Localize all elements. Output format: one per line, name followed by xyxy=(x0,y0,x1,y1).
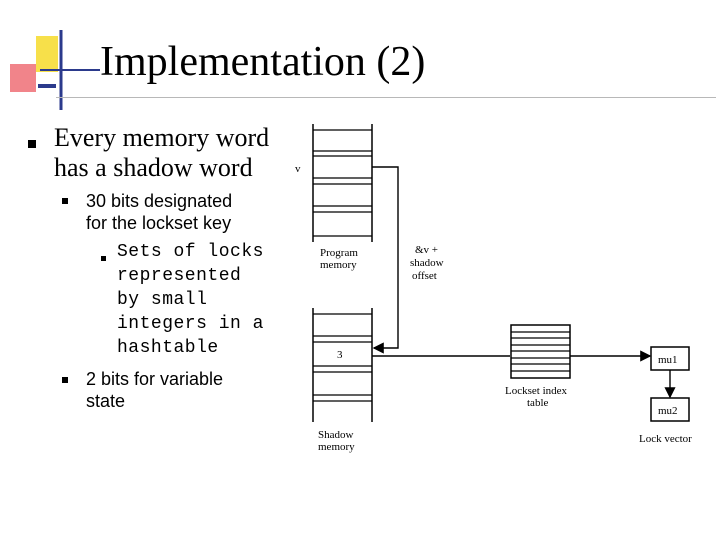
lockset-table-label-line: Lockset index xyxy=(505,385,568,397)
mu2-label: mu2 xyxy=(658,405,678,417)
sub-bullet-line: for the lockset key xyxy=(86,213,232,233)
program-memory-label-line: memory xyxy=(320,259,357,271)
mu1-label: mu1 xyxy=(658,354,678,366)
sub-bullet-marker xyxy=(62,377,68,383)
shadow-memory-label-line: Shadow xyxy=(318,429,354,441)
subsub-bullet-line: Sets of locks xyxy=(117,242,264,262)
offset-label-line: shadow xyxy=(410,257,444,269)
program-memory-label-line: Program xyxy=(320,247,358,259)
sub-bullet-line: state xyxy=(86,391,126,411)
subsub-bullet-marker xyxy=(101,256,106,261)
subsub-bullet-text: Sets of locks represented by small integ… xyxy=(117,240,264,360)
offset-label-line: &v + xyxy=(415,244,438,256)
sub-bullet-line: 2 bits for variable xyxy=(86,369,224,389)
offset-label-line: offset xyxy=(412,270,437,282)
subsub-bullet-line: by small xyxy=(117,290,208,310)
shadow-offset-arrow xyxy=(372,166,399,354)
bullet-marker xyxy=(28,140,36,148)
bullet-text: Every memory word has a shadow word xyxy=(54,123,269,183)
subsub-bullet-line: hashtable xyxy=(117,338,219,358)
yellow-square xyxy=(36,36,58,72)
sub-bullet-marker xyxy=(62,198,68,204)
shadow-memory-label-line: memory xyxy=(318,441,355,453)
sub-bullet-text: 2 bits for variable state xyxy=(86,368,223,412)
mu2-box xyxy=(650,397,690,422)
title-underline xyxy=(56,97,716,98)
slide-title: Implementation (2) xyxy=(100,39,426,85)
bullet-line: Every memory word xyxy=(54,123,270,152)
red-square xyxy=(10,64,36,92)
sub-bullet-line: 30 bits designated xyxy=(86,191,233,211)
program-memory-column xyxy=(312,124,373,242)
corner-decoration-logo xyxy=(10,30,100,110)
lock-vector-label: Lock vector xyxy=(639,433,692,445)
shadow-memory-column xyxy=(312,308,373,422)
sub-bullet-text: 30 bits designated for the lockset key xyxy=(86,190,232,234)
shadow-value: 3 xyxy=(337,349,343,361)
bullet-line: has a shadow word xyxy=(54,153,253,182)
v-label: v xyxy=(295,163,301,175)
lockset-table-label-line: table xyxy=(527,397,548,409)
blue-bar xyxy=(38,84,56,88)
subsub-bullet-line: integers in a xyxy=(117,314,264,334)
subsub-bullet-line: represented xyxy=(117,266,242,286)
lockset-index-table xyxy=(510,324,571,379)
